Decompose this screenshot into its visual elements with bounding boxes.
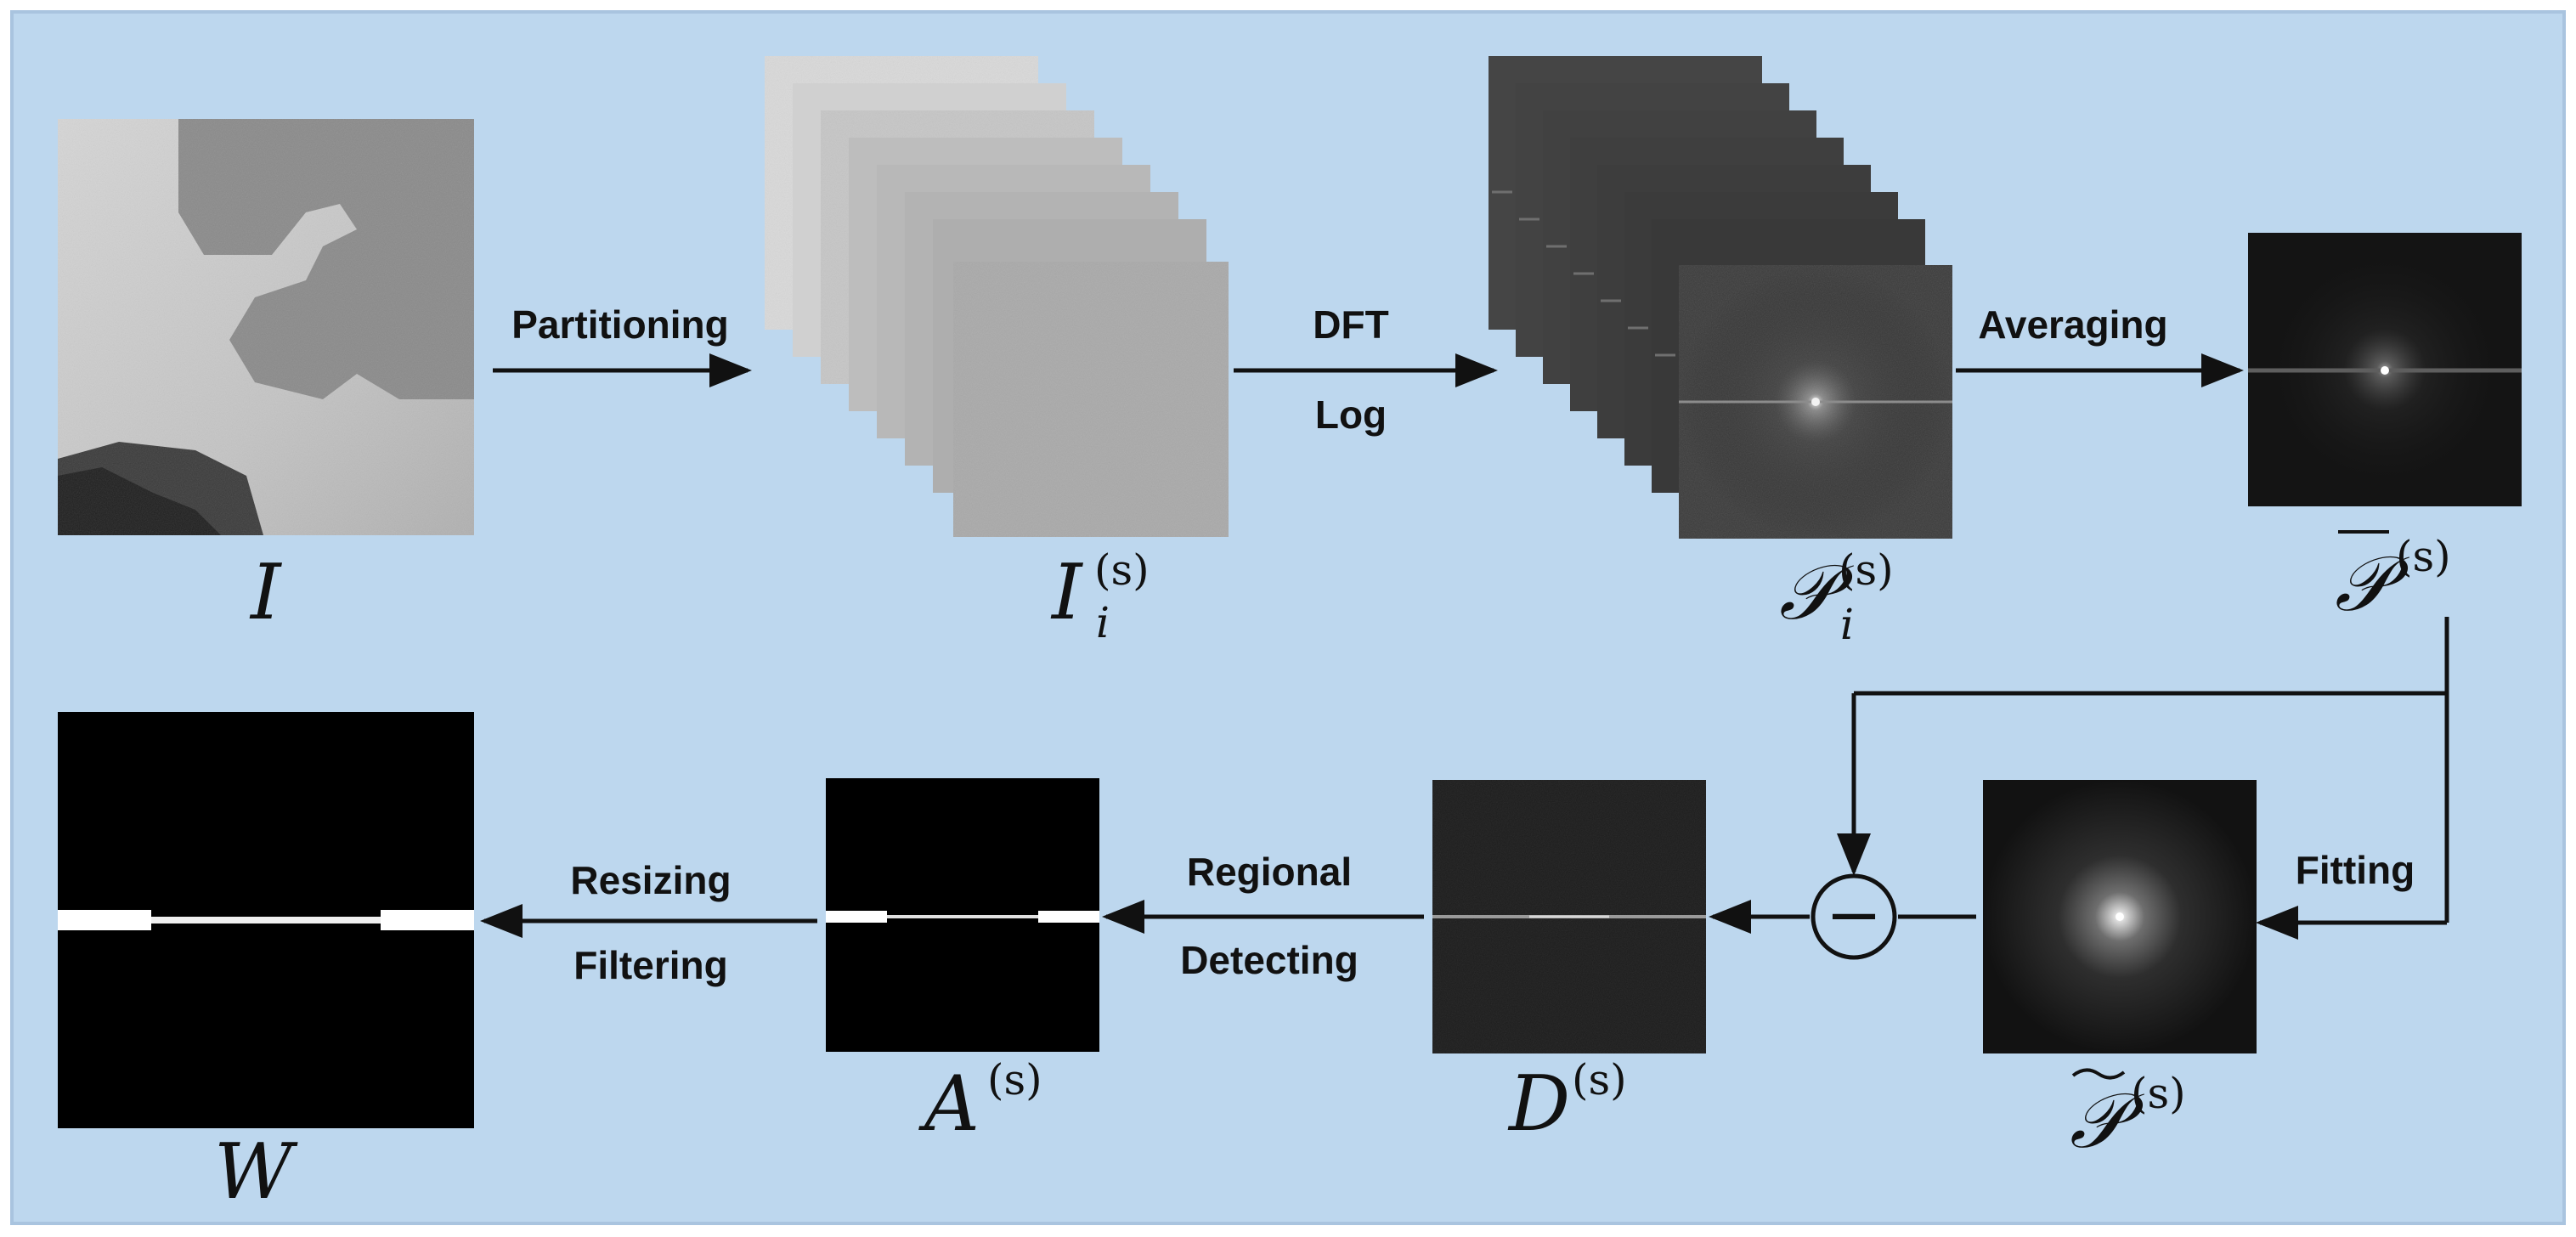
resizing-label: Resizing <box>570 858 731 902</box>
patch-stack <box>765 56 1229 537</box>
svg-text:(s): (s) <box>2396 532 2451 581</box>
svg-text:I: I <box>1050 548 1083 637</box>
detection-symbol: A (s) <box>918 1055 1042 1149</box>
input-image <box>58 119 474 535</box>
fitting-label: Fitting <box>2296 848 2415 892</box>
svg-text:i: i <box>1096 598 1110 647</box>
branch-connector <box>1837 617 2449 940</box>
svg-text:(s): (s) <box>1094 545 1150 595</box>
spectrum-stack <box>1489 56 1952 539</box>
partitioning-label: Partitioning <box>511 302 729 347</box>
svg-text:(s): (s) <box>987 1055 1042 1104</box>
patches-symbol: I i (s) <box>1050 545 1150 647</box>
filtering-label: Filtering <box>573 943 727 987</box>
spectra-symbol: 𝒫 i (s) <box>1779 545 1894 649</box>
output-image <box>58 712 474 1128</box>
input-symbol: I <box>249 548 282 637</box>
subtract-operator: − <box>1811 873 1897 960</box>
output-symbol: W <box>214 1127 298 1217</box>
svg-text:(s): (s) <box>2131 1069 2186 1118</box>
dft-label: DFT <box>1313 302 1388 347</box>
svg-text:−: − <box>1825 875 1882 954</box>
svg-text:i: i <box>1840 600 1854 649</box>
svg-text:(s): (s) <box>1839 545 1894 595</box>
difference-symbol: D (s) <box>1507 1055 1627 1149</box>
detecting-label: Detecting <box>1180 938 1359 982</box>
detection-image <box>826 778 1099 1052</box>
log-label: Log <box>1315 393 1387 437</box>
svg-text:A: A <box>918 1059 980 1149</box>
svg-text:D: D <box>1507 1059 1570 1149</box>
regional-label: Regional <box>1187 850 1352 894</box>
fitted-spectrum-image <box>1983 780 2257 1053</box>
averaging-label: Averaging <box>1978 302 2167 347</box>
difference-image <box>1432 780 1706 1053</box>
svg-text:(s): (s) <box>1572 1055 1627 1104</box>
mean-spectrum-image <box>2248 233 2522 506</box>
